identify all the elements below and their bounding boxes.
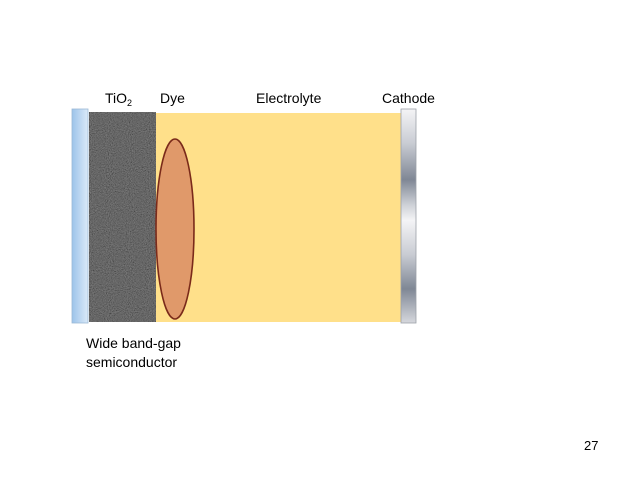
semiconductor-caption: Wide band-gap semiconductor [86, 334, 181, 372]
caption-line-2: semiconductor [86, 354, 178, 370]
dye-label: Dye [160, 90, 185, 106]
cathode-label: Cathode [382, 90, 435, 106]
glass-substrate [71, 108, 89, 324]
electrolyte-layer [156, 113, 402, 322]
tio2-label-subscript: 2 [127, 98, 133, 108]
dye-layer [155, 138, 195, 320]
tio2-label-main: TiO [105, 90, 128, 106]
caption-line-1: Wide band-gap [86, 335, 181, 351]
tio2-label: TiO2 [105, 90, 133, 108]
electrolyte-label: Electrolyte [256, 90, 322, 106]
tio2-layer [89, 112, 156, 322]
cathode-plate [400, 108, 417, 324]
page-number: 27 [584, 438, 599, 453]
